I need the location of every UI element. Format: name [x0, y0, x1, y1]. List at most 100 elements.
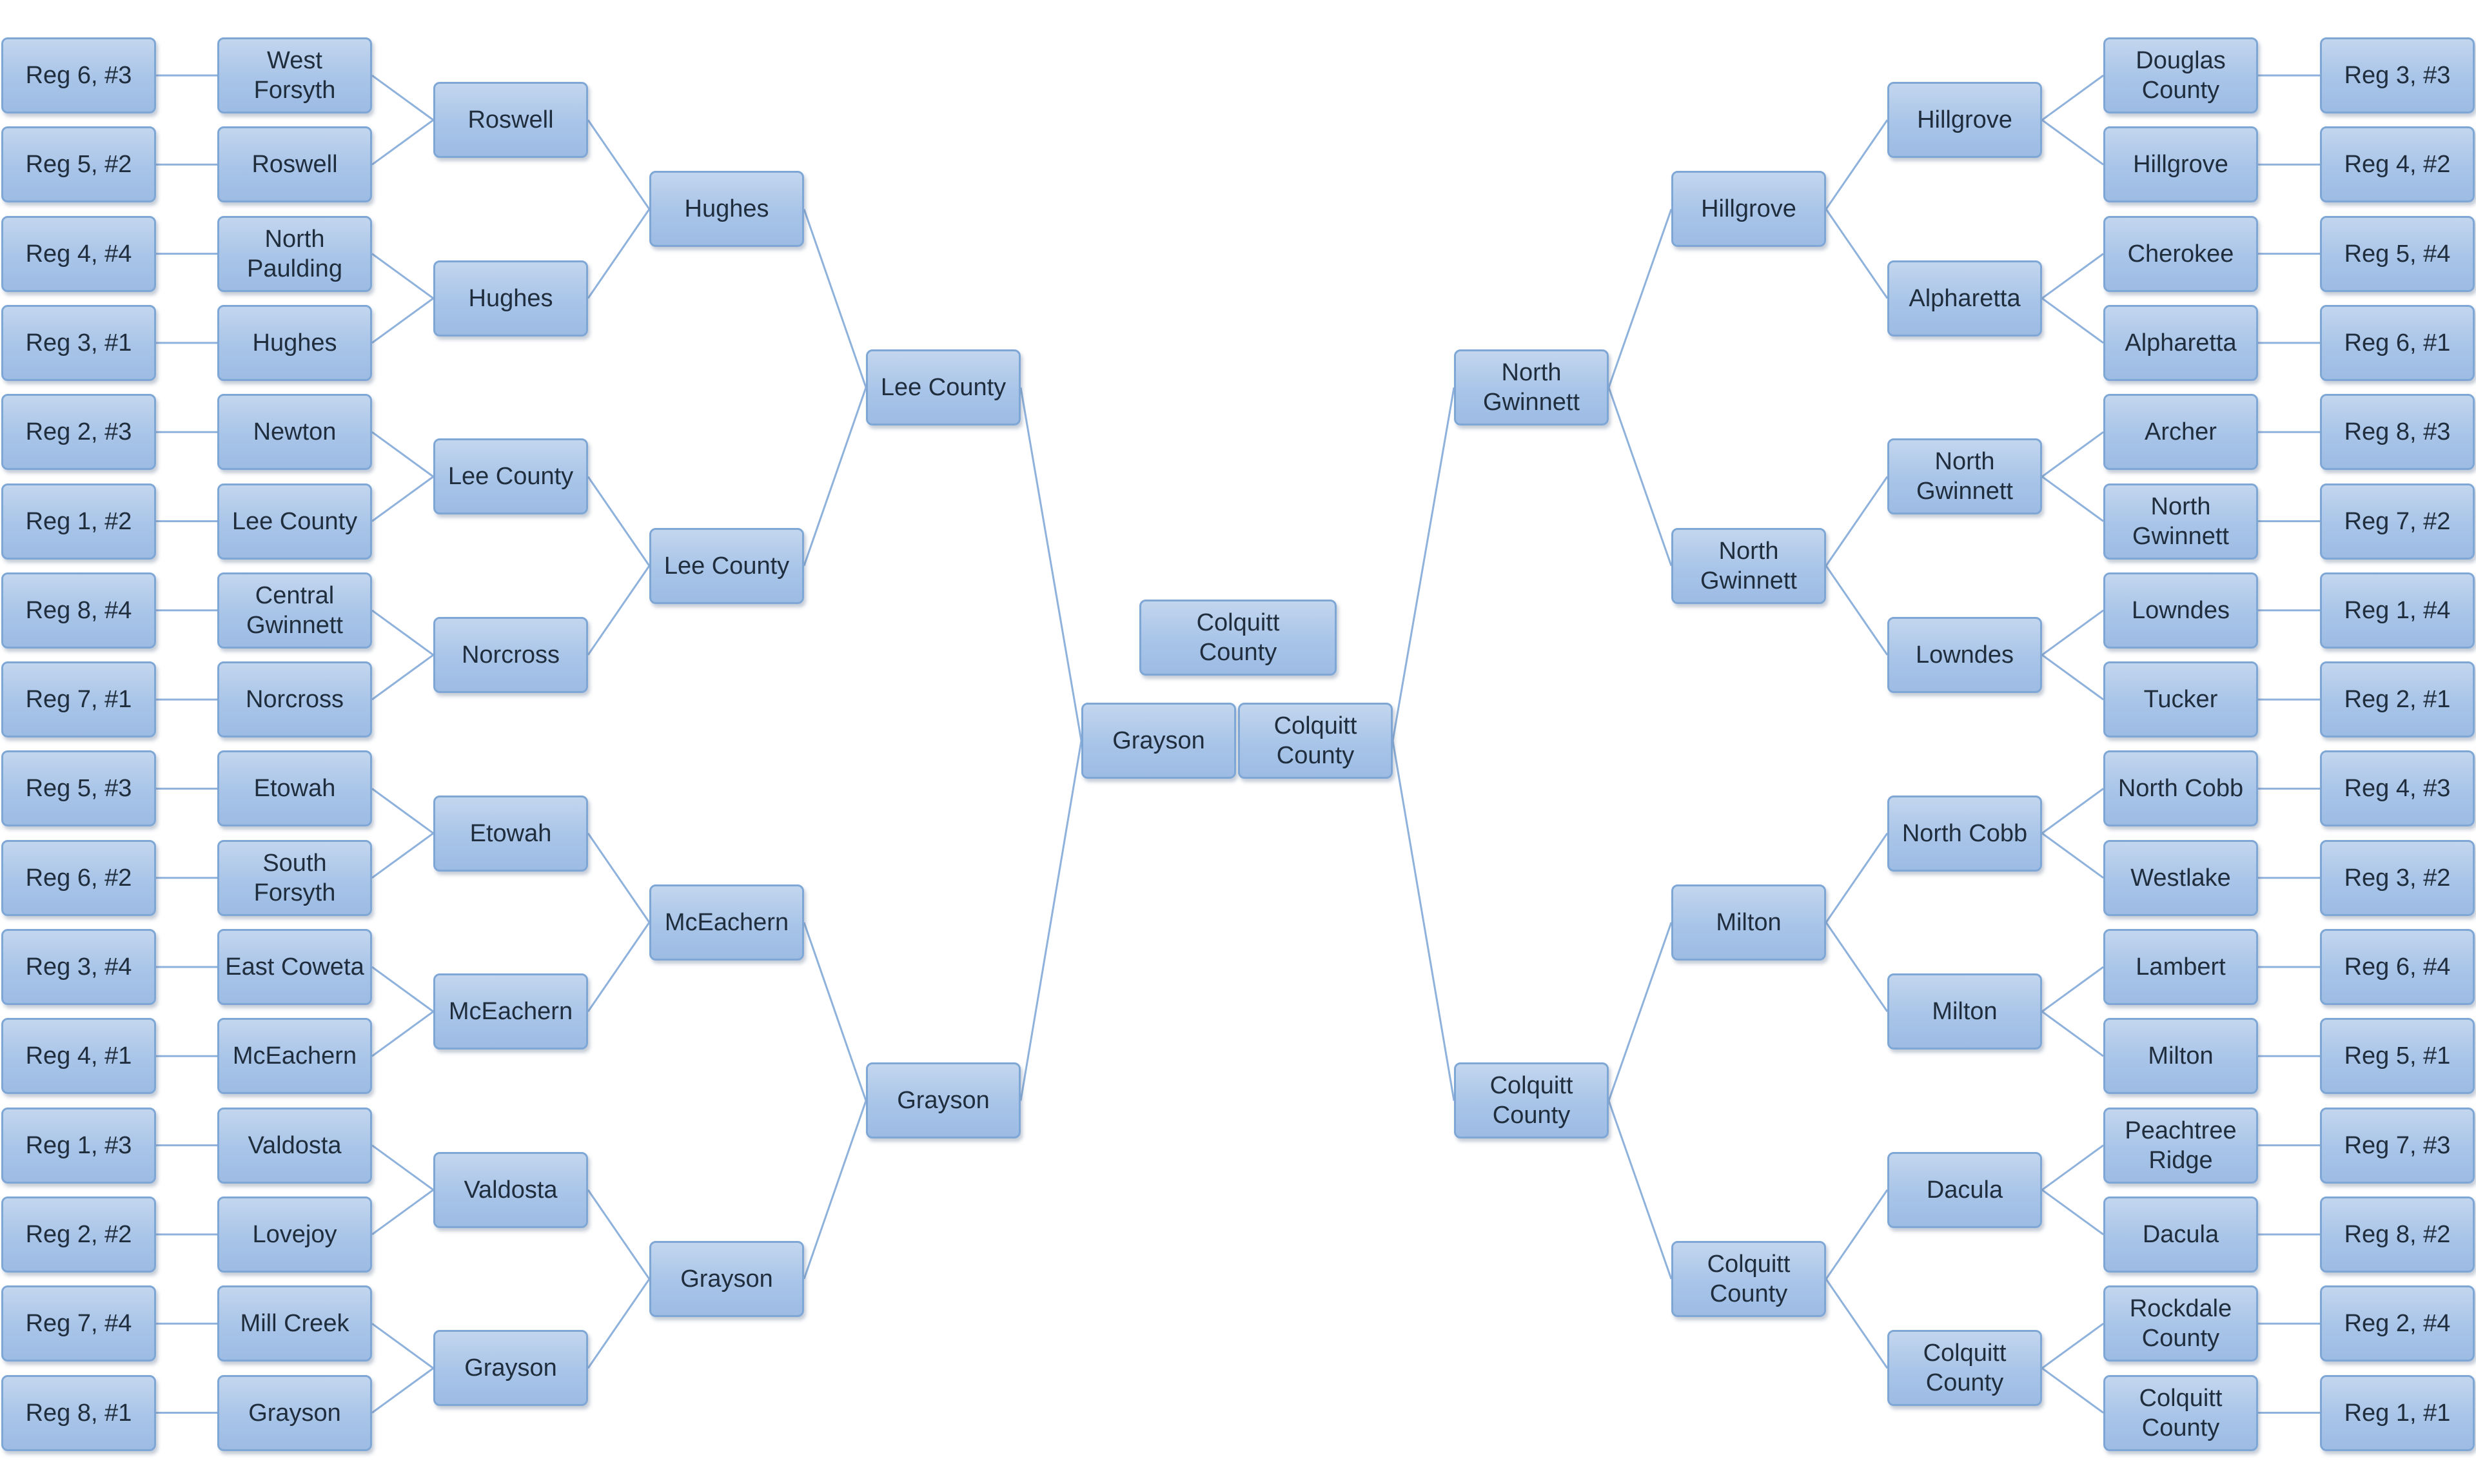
right-r3-connector-2: [1825, 208, 1889, 299]
right-r2-connector-15: [2041, 1322, 2104, 1369]
left-r1-team-13: Valdosta: [217, 1107, 372, 1184]
right-r2-team-6: Milton: [1887, 973, 2042, 1050]
right-finalist: Colquitt County: [1238, 703, 1393, 779]
left-r1-team-10: South Forsyth: [217, 839, 372, 916]
right-r2-connector-8: [2041, 654, 2104, 701]
left-r1-team-16: Grayson: [217, 1374, 372, 1451]
left-r1-team-3: North Paulding: [217, 215, 372, 292]
right-r2-connector-9: [2041, 788, 2104, 834]
left-r3-connector-3: [587, 476, 651, 567]
right-r3-team-2: North Gwinnett: [1671, 527, 1826, 604]
right-final-connector-1: [1391, 387, 1455, 741]
right-seed-15: Reg 2, #4: [2320, 1285, 2475, 1362]
left-r2-connector-3: [371, 253, 434, 299]
right-r2-team-2: Alpharetta: [1887, 260, 2042, 337]
right-r2-connector-2: [2041, 119, 2104, 166]
right-r2-connector-7: [2041, 609, 2104, 656]
right-seed-3: Reg 5, #4: [2320, 215, 2475, 292]
right-r2-team-8: Colquitt County: [1887, 1330, 2042, 1407]
right-r2-connector-11: [2041, 966, 2104, 1013]
right-final-connector-2: [1391, 740, 1455, 1101]
right-seed-9: Reg 4, #3: [2320, 750, 2475, 827]
right-seed-5: Reg 8, #3: [2320, 394, 2475, 471]
left-r1-team-8: Norcross: [217, 661, 372, 738]
left-r2-team-8: Grayson: [433, 1330, 588, 1407]
left-final-connector-1: [1019, 387, 1083, 741]
left-seed-10: Reg 6, #2: [1, 839, 156, 916]
right-r1-team-1: Douglas County: [2103, 37, 2258, 113]
right-r2-connector-3: [2041, 253, 2104, 299]
right-r1-team-7: Lowndes: [2103, 572, 2258, 649]
right-seed-6: Reg 7, #2: [2320, 483, 2475, 560]
right-r2-team-7: Dacula: [1887, 1151, 2042, 1228]
left-r2-connector-5: [371, 431, 434, 478]
right-r1-team-2: Hillgrove: [2103, 126, 2258, 203]
left-seed-11: Reg 3, #4: [1, 929, 156, 1005]
left-r4-connector-1: [803, 208, 867, 388]
right-seed-1: Reg 3, #3: [2320, 37, 2475, 113]
right-r3-connector-1: [1825, 119, 1889, 210]
right-r4-team-1: North Gwinnett: [1454, 349, 1609, 426]
left-r4-team-2: Grayson: [866, 1062, 1021, 1139]
right-r1-team-10: Westlake: [2103, 839, 2258, 916]
left-r1-team-4: Hughes: [217, 304, 372, 381]
left-r2-team-6: McEachern: [433, 973, 588, 1050]
left-r2-connector-16: [371, 1367, 434, 1414]
left-seed-9: Reg 5, #3: [1, 750, 156, 827]
right-r2-team-3: North Gwinnett: [1887, 438, 2042, 515]
left-r4-team-1: Lee County: [866, 349, 1021, 426]
left-r2-connector-4: [371, 297, 434, 344]
right-r4-connector-3: [1607, 922, 1673, 1101]
right-r1-team-15: Rockdale County: [2103, 1285, 2258, 1362]
right-r1-team-12: Milton: [2103, 1018, 2258, 1095]
left-r1-team-1: West Forsyth: [217, 37, 372, 113]
left-seed-15: Reg 7, #4: [1, 1285, 156, 1362]
right-r3-connector-5: [1825, 832, 1889, 923]
right-r1-team-6: North Gwinnett: [2103, 483, 2258, 560]
left-r3-connector-6: [587, 922, 651, 1012]
right-r2-connector-1: [2041, 74, 2104, 121]
right-seed-16: Reg 1, #1: [2320, 1374, 2475, 1451]
right-seed-13: Reg 7, #3: [2320, 1107, 2475, 1184]
left-seed-16: Reg 8, #1: [1, 1374, 156, 1451]
right-r3-connector-3: [1825, 476, 1889, 567]
left-r2-team-5: Etowah: [433, 795, 588, 872]
right-seed-10: Reg 3, #2: [2320, 839, 2475, 916]
left-r3-team-3: McEachern: [649, 884, 804, 961]
left-r1-team-15: Mill Creek: [217, 1285, 372, 1362]
champion: Colquitt County: [1139, 600, 1337, 676]
left-r2-connector-1: [371, 74, 434, 121]
left-r4-connector-3: [803, 922, 867, 1101]
left-r1-team-5: Newton: [217, 394, 372, 471]
right-r1-team-5: Archer: [2103, 394, 2258, 471]
left-r2-team-1: Roswell: [433, 82, 588, 159]
left-r2-team-2: Hughes: [433, 260, 588, 337]
right-r1-team-11: Lambert: [2103, 929, 2258, 1005]
left-r2-team-3: Lee County: [433, 438, 588, 515]
left-r2-team-4: Norcross: [433, 616, 588, 693]
left-seed-6: Reg 1, #2: [1, 483, 156, 560]
right-r3-connector-7: [1825, 1189, 1889, 1280]
left-r1-team-11: East Coweta: [217, 929, 372, 1005]
right-seed-12: Reg 5, #1: [2320, 1018, 2475, 1095]
right-r2-connector-14: [2041, 1189, 2104, 1236]
left-seed-5: Reg 2, #3: [1, 394, 156, 471]
left-seed-12: Reg 4, #1: [1, 1018, 156, 1095]
left-r3-connector-1: [587, 119, 651, 210]
left-r4-connector-4: [803, 1100, 867, 1280]
right-r2-team-1: Hillgrove: [1887, 82, 2042, 159]
right-r4-connector-1: [1607, 208, 1673, 388]
left-r3-connector-5: [587, 832, 651, 923]
left-r3-team-2: Lee County: [649, 527, 804, 604]
right-r3-team-1: Hillgrove: [1671, 171, 1826, 248]
right-r1-team-16: Colquitt County: [2103, 1374, 2258, 1451]
left-r1-team-14: Lovejoy: [217, 1196, 372, 1273]
right-r2-connector-16: [2041, 1367, 2104, 1414]
right-r2-team-5: North Cobb: [1887, 795, 2042, 872]
left-seed-14: Reg 2, #2: [1, 1196, 156, 1273]
left-r3-connector-2: [587, 208, 651, 299]
left-r2-connector-15: [371, 1322, 434, 1369]
right-r2-connector-10: [2041, 832, 2104, 879]
right-r3-connector-4: [1825, 565, 1889, 656]
